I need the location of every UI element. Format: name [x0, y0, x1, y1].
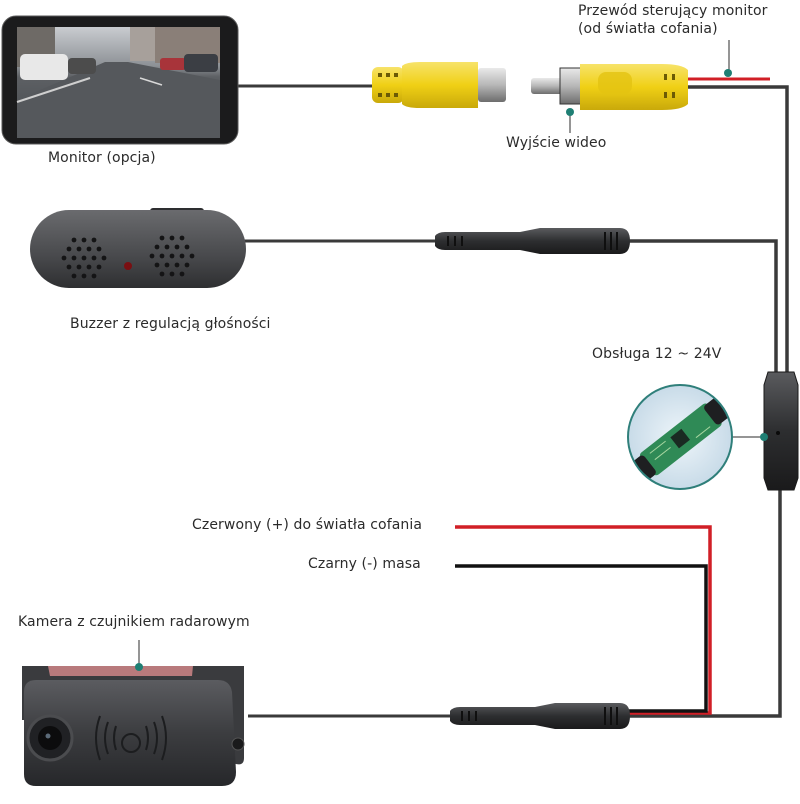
rca-male-plug	[531, 64, 688, 110]
grille-hole	[81, 237, 87, 243]
red-power-wire	[455, 525, 712, 715]
grille-hole	[101, 255, 107, 261]
camera-label: Kamera z czujnikiem radarowym	[18, 614, 250, 630]
buzzer-speaker-grille	[61, 235, 195, 279]
grille-hole	[61, 255, 67, 261]
rca-female-connector	[372, 62, 506, 108]
grille-hole	[86, 264, 92, 270]
red-wire-label: Czerwony (+) do światła cofania	[192, 517, 423, 533]
grille-hole	[66, 264, 72, 270]
wires	[238, 77, 789, 718]
black-ground-wire	[455, 564, 708, 713]
camera[interactable]	[22, 666, 245, 786]
grille-hole	[76, 264, 82, 270]
grille-hole	[164, 244, 170, 250]
grille-hole	[66, 246, 72, 252]
grille-hole	[91, 273, 97, 279]
module-detail-zoom	[627, 384, 733, 490]
buzzer[interactable]	[30, 208, 246, 288]
control-wire-label-line1: Przewód sterujący monitor	[578, 3, 768, 19]
radar-sensor-icon	[95, 715, 167, 761]
grille-hole	[179, 271, 185, 277]
grille-hole	[159, 253, 165, 259]
black-wire-label: Czarny (-) masa	[308, 556, 421, 572]
callout-camera	[135, 640, 143, 671]
grille-hole	[154, 262, 160, 268]
grille-hole	[174, 244, 180, 250]
grille-hole	[76, 246, 82, 252]
grille-hole	[149, 253, 155, 259]
buzzer-led	[124, 262, 132, 270]
grille-hole	[91, 237, 97, 243]
grille-hole	[154, 244, 160, 250]
grille-hole	[91, 255, 97, 261]
grille-hole	[81, 273, 87, 279]
grille-hole	[179, 253, 185, 259]
grille-hole	[96, 246, 102, 252]
grille-hole	[189, 253, 195, 259]
callout-control-wire	[724, 40, 732, 77]
monitor[interactable]	[1, 15, 239, 145]
buzzer-wire-right	[628, 239, 778, 372]
grille-hole	[179, 235, 185, 241]
buzzer-wire-connector	[435, 228, 630, 254]
callout-module	[732, 433, 768, 441]
control-module[interactable]	[763, 371, 799, 491]
grille-hole	[164, 262, 170, 268]
callout-video-output	[566, 108, 574, 133]
grille-hole	[86, 246, 92, 252]
grille-hole	[174, 262, 180, 268]
power-support-label: Obsługa 12 ~ 24V	[592, 346, 722, 362]
grille-hole	[71, 273, 77, 279]
camera-adhesive-pad	[48, 666, 193, 676]
grille-hole	[71, 237, 77, 243]
grille-hole	[169, 253, 175, 259]
grille-hole	[169, 271, 175, 277]
video-output-wire	[688, 85, 789, 372]
grille-hole	[184, 244, 190, 250]
grille-hole	[96, 264, 102, 270]
grille-hole	[184, 262, 190, 268]
video-output-label: Wyjście wideo	[506, 135, 607, 151]
grille-hole	[159, 235, 165, 241]
grille-hole	[159, 271, 165, 277]
camera-wire-connector	[450, 703, 630, 729]
monitor-label: Monitor (opcja)	[48, 150, 156, 166]
camera-wire-rail	[628, 488, 782, 718]
grille-hole	[81, 255, 87, 261]
control-wire-label-line2: (od światła cofania)	[578, 21, 718, 37]
buzzer-label: Buzzer z regulacją głośności	[70, 316, 271, 332]
grille-hole	[71, 255, 77, 261]
grille-hole	[169, 235, 175, 241]
